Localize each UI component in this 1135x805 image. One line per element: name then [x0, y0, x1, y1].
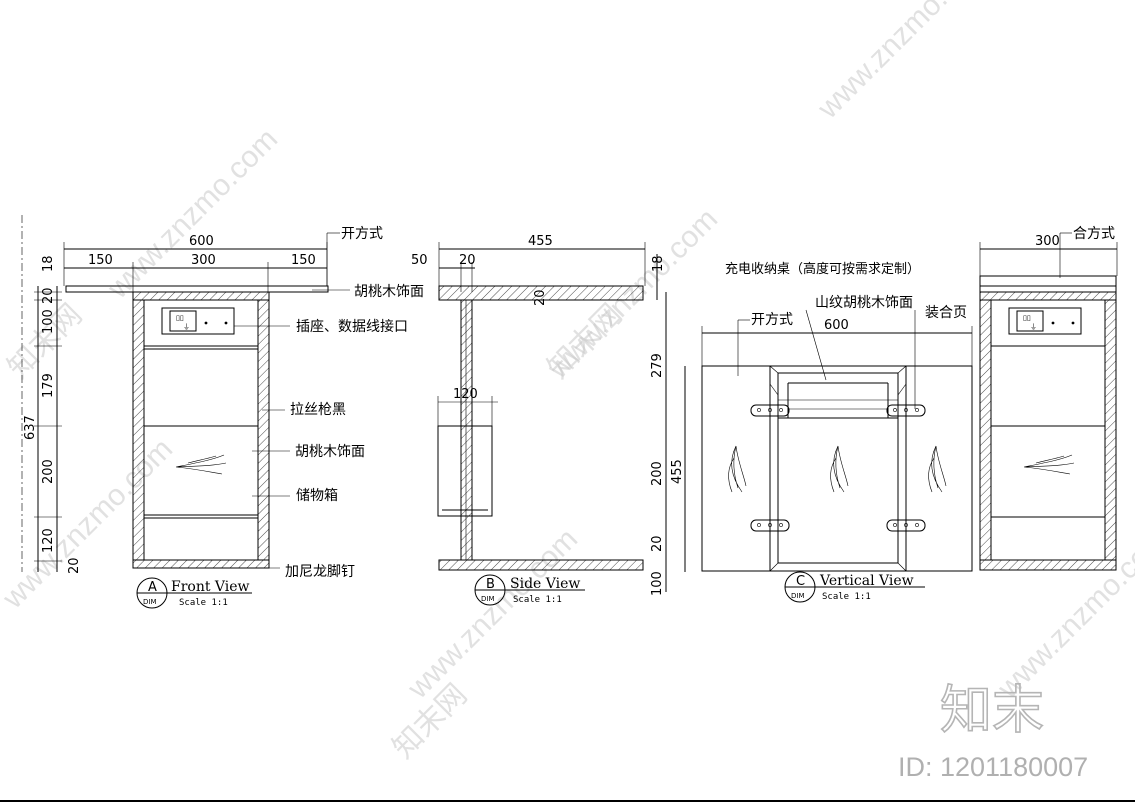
- dim-300: 300: [191, 253, 216, 268]
- dim-120: 120: [41, 528, 56, 553]
- label-storage-box: 储物箱: [296, 488, 338, 504]
- label-open-type: 开方式: [341, 226, 383, 242]
- dim-200-vertical: 200: [650, 461, 665, 486]
- view-letter-c: C: [796, 574, 805, 589]
- wood-grain-icon: [1023, 454, 1075, 475]
- label-walnut-top: 胡桃木饰面: [354, 284, 424, 300]
- svg-text:⏚: ⏚: [183, 323, 190, 331]
- id-text: ID: 1201180007: [898, 752, 1088, 782]
- dim-300-closed: 300: [1035, 234, 1060, 249]
- hinge-icon: [886, 404, 926, 417]
- dim-20-top: 20: [41, 287, 56, 304]
- label-closed-type: 合方式: [1073, 226, 1115, 242]
- view-title-side: Side View: [510, 576, 580, 592]
- view-scale-vertical: Scale 1:1: [822, 592, 871, 602]
- wood-grain-icon: [175, 454, 227, 475]
- dim-120-side: 120: [453, 387, 478, 402]
- hinge-icon: [886, 519, 926, 532]
- dim-18: 18: [41, 255, 56, 272]
- side-view: 455 50 20 18 20 120 B DIM Side View Scal…: [411, 234, 666, 606]
- socket-panel: [161, 307, 235, 335]
- watermark-layer: www.znzmo.com www.znzmo.com www.znzmo.co…: [0, 0, 1135, 765]
- front-view: 600 150 300 150 18 20 100 179 637 200 12…: [21, 215, 424, 609]
- view-dim-code-b: DIM: [481, 595, 495, 603]
- svg-text:⏚: ⏚: [1030, 323, 1037, 331]
- top-panel-outline: [701, 365, 973, 572]
- socket-outlet-icon: [1016, 310, 1044, 332]
- dim-20-side: 20: [459, 253, 476, 268]
- dim-455-vertical: 455: [670, 459, 685, 484]
- dim-100: 100: [41, 309, 56, 334]
- dim-179: 179: [41, 373, 56, 398]
- dim-20-vertical: 20: [650, 535, 665, 552]
- watermark-text: www.znzmo.com: [811, 0, 994, 126]
- dim-20-bottom: 20: [67, 557, 82, 574]
- wood-grain-icon: [728, 445, 747, 493]
- dim-637: 637: [23, 415, 38, 440]
- label-nylon-feet: 加尼龙脚钉: [285, 564, 355, 580]
- view-title-vertical: Vertical View: [819, 573, 914, 589]
- dim-50: 50: [411, 253, 428, 268]
- view-letter-b: B: [486, 577, 495, 592]
- dim-18-side: 18: [651, 255, 666, 272]
- view-scale-front: Scale 1:1: [179, 598, 228, 608]
- hinge-icon: [750, 519, 790, 532]
- svg-text:▯▯: ▯▯: [1023, 314, 1031, 322]
- label-socket: 插座、数据线接口: [296, 318, 408, 335]
- dim-600-vertical: 600: [824, 318, 849, 333]
- watermark-text: www.znzmo.com: [101, 122, 284, 305]
- vertical-view-heading: 充电收纳桌（高度可按需求定制）: [725, 261, 920, 277]
- svg-text:▯▯: ▯▯: [176, 314, 184, 322]
- label-walnut-grain: 山纹胡桃木饰面: [815, 295, 913, 311]
- closed-view: 300 合方式 ▯▯ ⏚: [979, 226, 1118, 571]
- dim-100-vertical: 100: [650, 571, 665, 596]
- view-title-front: Front View: [171, 579, 250, 595]
- dim-600: 600: [189, 234, 214, 249]
- dim-200: 200: [41, 459, 56, 484]
- logo-text: 知末: [940, 681, 1044, 741]
- label-hinge: 装合页: [925, 305, 967, 321]
- watermark-text: www.znzmo.com: [401, 522, 584, 705]
- view-letter-a: A: [148, 580, 157, 595]
- label-open-type-vertical: 开方式: [751, 312, 793, 328]
- dim-455: 455: [528, 234, 553, 249]
- dim-150-right: 150: [291, 253, 316, 268]
- brand-logo: 知末 ID: 1201180007: [898, 680, 1088, 782]
- wood-grain-icon: [830, 445, 849, 493]
- socket-panel: [1008, 307, 1082, 335]
- wood-grain-icon: [928, 445, 947, 493]
- vertical-view: 充电收纳桌（高度可按需求定制） 600 279 455 200 20 100: [650, 261, 973, 603]
- socket-outlet-icon: [169, 310, 197, 332]
- dim-20-top-thickness: 20: [533, 289, 548, 306]
- label-walnut-face: 胡桃木饰面: [295, 444, 365, 460]
- view-scale-side: Scale 1:1: [513, 595, 562, 605]
- view-dim-code-a: DIM: [143, 598, 157, 606]
- label-brushed-black: 拉丝枪黑: [290, 401, 346, 418]
- dim-150-left: 150: [88, 253, 113, 268]
- watermark-brand: 知末网: [542, 298, 629, 385]
- hinge-icon: [750, 404, 790, 417]
- view-dim-code-c: DIM: [791, 592, 805, 600]
- dim-279: 279: [650, 353, 665, 378]
